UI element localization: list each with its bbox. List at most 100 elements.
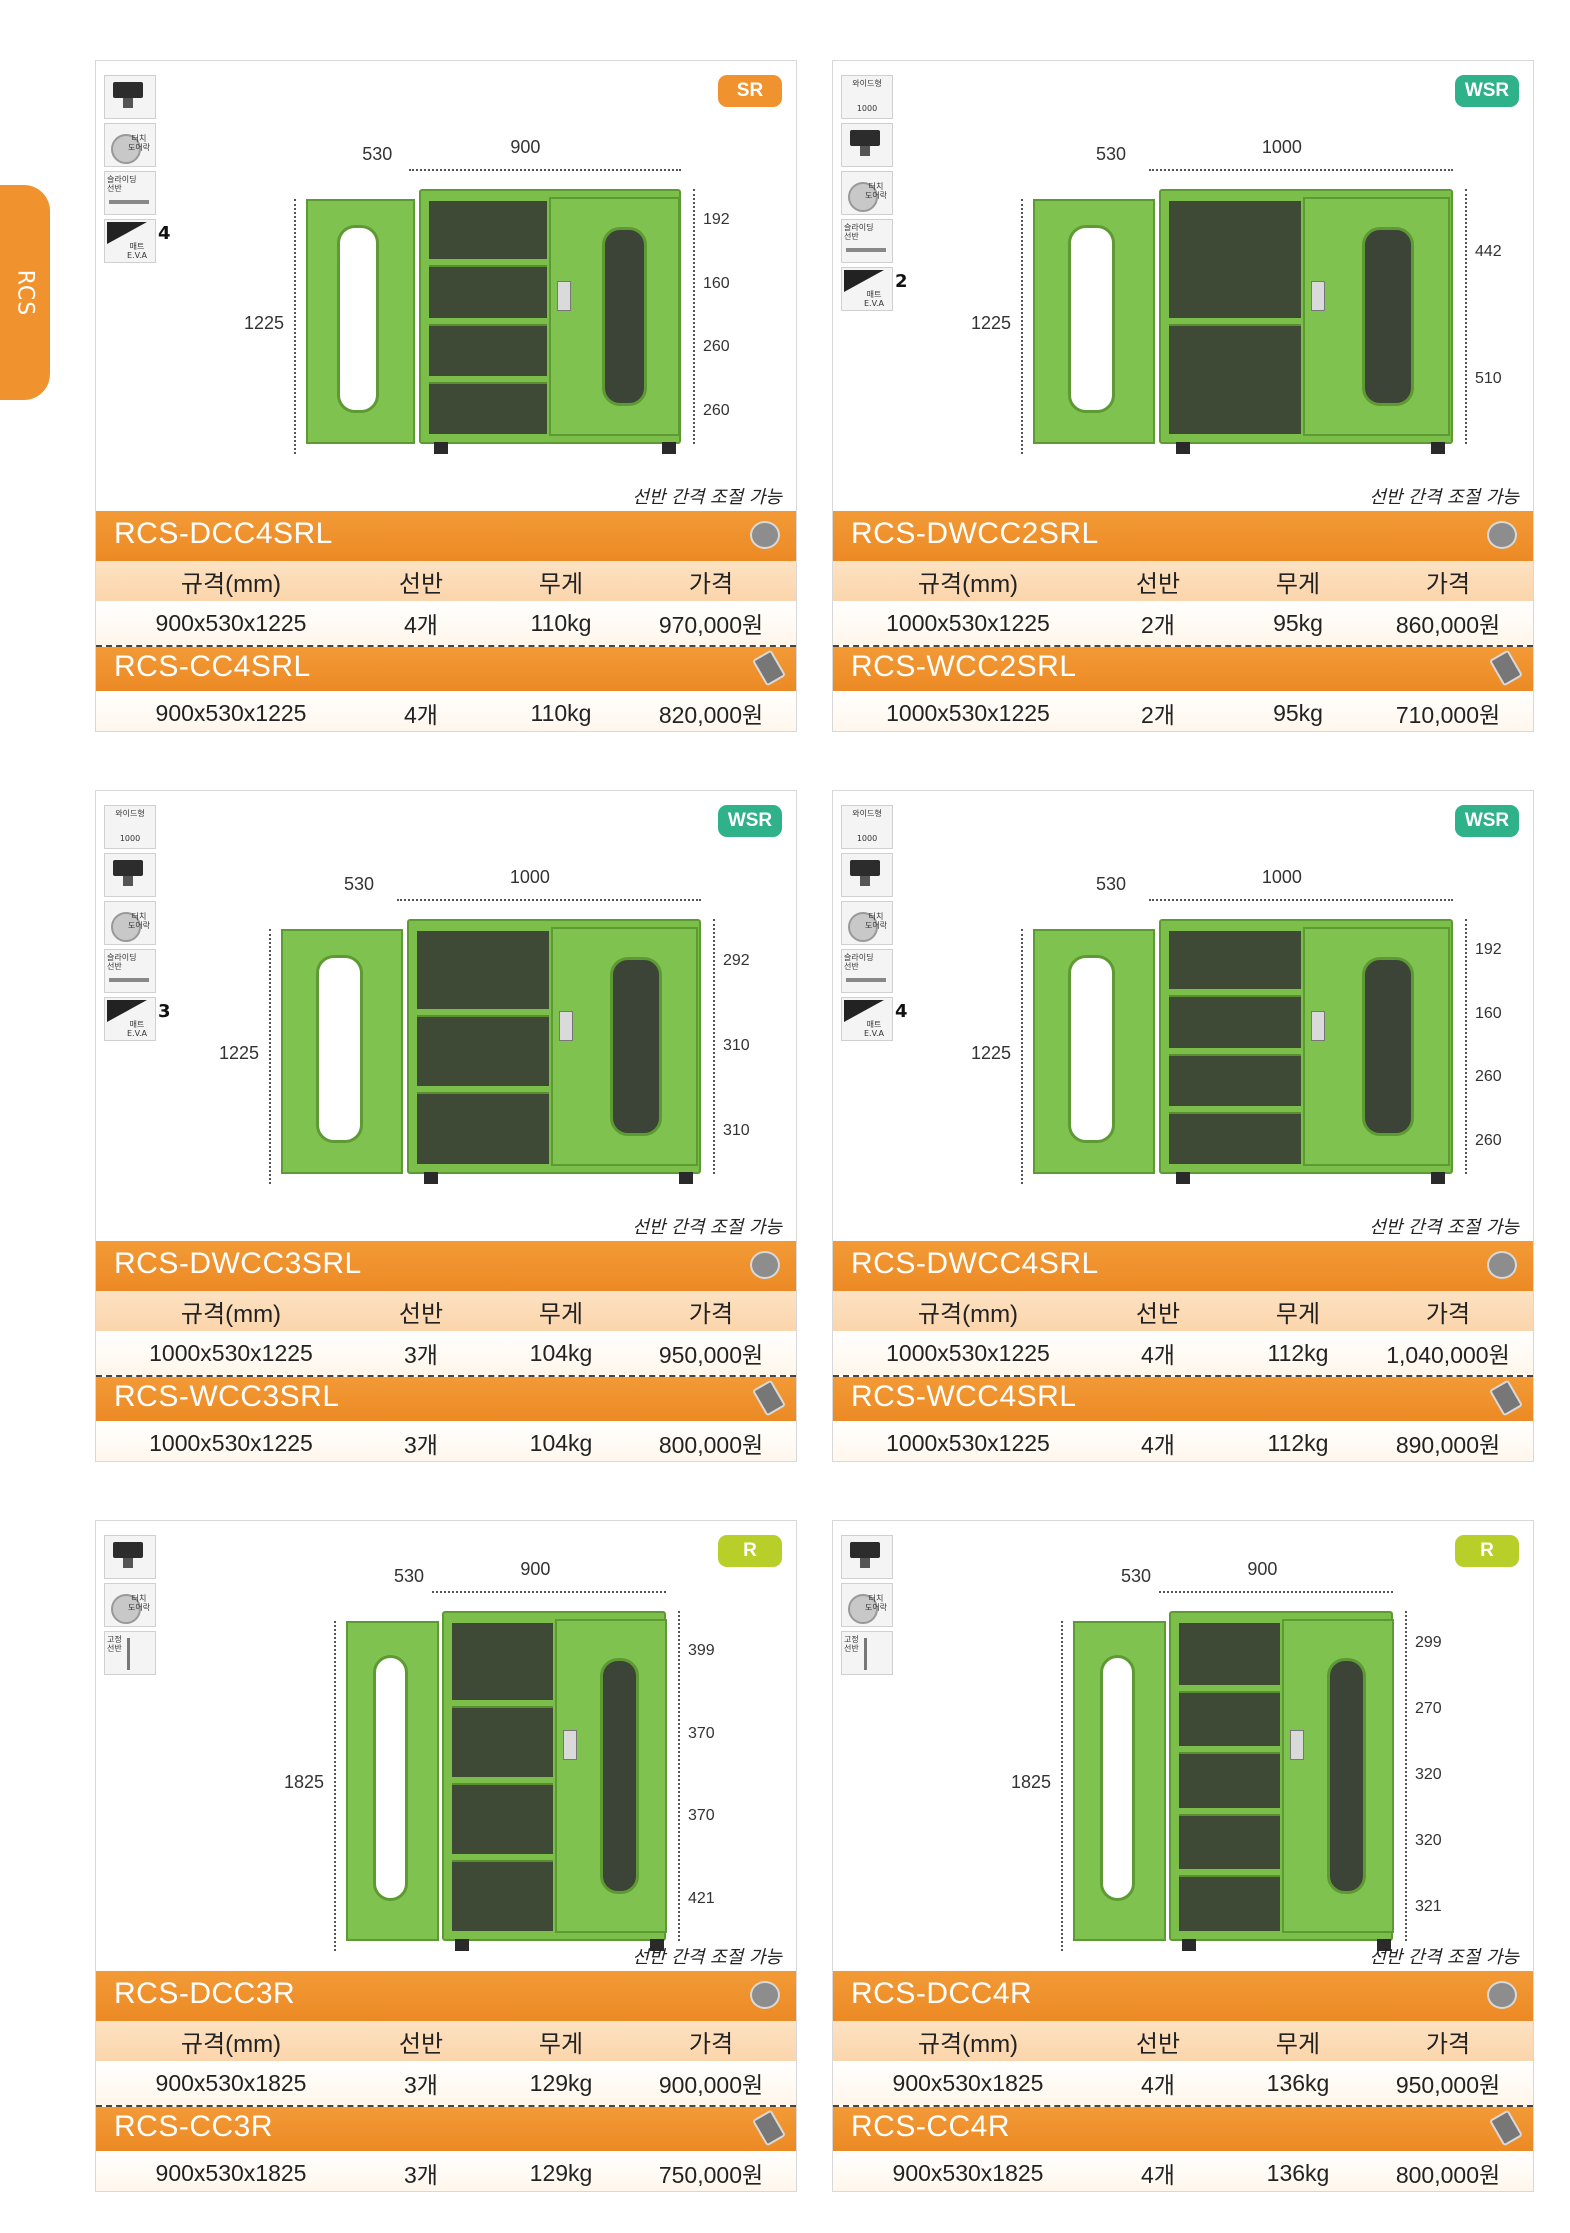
pad-feature-icon: [104, 1535, 156, 1579]
model-name: RCS-DWCC4SRL: [851, 1247, 1099, 1280]
shelf: [1179, 1684, 1280, 1693]
left-door: [1033, 929, 1155, 1174]
shelf-gap-label: 160: [1475, 1004, 1502, 1022]
keypad-lock: [562, 1729, 577, 1760]
shelf-adjust-note: 선반 간격 조절 가능: [632, 487, 782, 508]
spec-price: 970,000원: [658, 612, 764, 638]
shelf-gap-label: 399: [688, 1642, 715, 1660]
height-dimension-line: [334, 1621, 336, 1951]
spec-header-cell: 선반: [398, 1300, 444, 1328]
fixed-label: 고정 선반: [107, 1635, 122, 1653]
spec-header-cell: 무게: [538, 570, 584, 598]
slide-label: 슬라이딩 선반: [107, 953, 137, 971]
mat-label: 매트 E.V.A: [863, 1020, 885, 1038]
shelf-adjust-note: 선반 간격 조절 가능: [632, 1947, 782, 1968]
shelf: [452, 1700, 553, 1708]
pad-feature-icon: [104, 853, 156, 897]
spec-shelves: 4개: [404, 702, 438, 728]
side-tab-label: RCS: [12, 269, 38, 316]
cabinet-foot: [1175, 442, 1190, 454]
height-label: 1825: [1011, 1772, 1052, 1792]
touch-feature-icon: 터치 도어락: [104, 901, 156, 945]
shelf-gap-label: 192: [703, 210, 730, 228]
spec-header-cell: 선반: [1135, 1300, 1181, 1328]
shelf-gap-label: 260: [703, 338, 730, 356]
height-label: 1225: [244, 312, 285, 333]
spec-shelves: 4개: [404, 612, 438, 638]
height-dimension-line: [269, 929, 271, 1184]
shelf-gap-label: 292: [723, 951, 750, 969]
touch-feature-icon: 터치 도어락: [104, 123, 156, 167]
mat-feature-icon: 매트 E.V.A: [841, 267, 893, 311]
shelf-gap-label: 192: [1475, 940, 1502, 958]
width-label: 900: [1247, 1559, 1278, 1579]
cabinet-foot: [679, 1172, 694, 1184]
spec-price: 750,000원: [658, 2162, 764, 2188]
touch-doorlock-icon: [1487, 521, 1517, 549]
spec-header-cell: 가격: [688, 2030, 734, 2058]
right-door: [1303, 927, 1451, 1166]
slide-feature-icon: 슬라이딩 선반: [104, 949, 156, 993]
touch-feature-icon: 터치 도어락: [841, 901, 893, 945]
model-name: RCS-CC4SRL: [114, 650, 311, 683]
model-name: RCS-DCC4R: [851, 1977, 1033, 2010]
cabinet-body: [442, 1611, 667, 1951]
spec-price: 860,000원: [1395, 612, 1501, 638]
width-dimension-line: [397, 899, 701, 901]
model-name: RCS-CC3R: [114, 2110, 274, 2143]
gap-dimension-line: [1465, 189, 1467, 444]
keypad-lock: [1289, 1729, 1304, 1760]
touch-doorlock-icon: [750, 1981, 780, 2009]
spec-shelves: 3개: [404, 1342, 438, 1368]
spec-header-cell: 가격: [1425, 1300, 1471, 1328]
shelf: [452, 1854, 553, 1862]
shelf: [1169, 1105, 1302, 1114]
right-door: [1281, 1619, 1394, 1933]
cabinet-interior: [428, 201, 547, 434]
spec-header-cell: 무게: [1275, 2030, 1321, 2058]
width-label: 900: [520, 1559, 551, 1579]
mat-label: 매트 E.V.A: [126, 242, 148, 260]
shelf-gap-label: 320: [1415, 1766, 1442, 1783]
door-window: [1362, 227, 1414, 406]
door-window: [337, 225, 380, 414]
height-label: 1825: [284, 1772, 325, 1792]
touch-label: 터치 도어락: [127, 1594, 151, 1612]
right-door: [554, 1619, 667, 1933]
spec-price: 900,000원: [658, 2072, 764, 2098]
height-label: 1225: [219, 1042, 260, 1063]
mat-label: 매트 E.V.A: [863, 290, 885, 308]
row-divider: [96, 1375, 796, 1377]
spec-header-cell: 가격: [688, 1300, 734, 1328]
spec-price: 890,000원: [1395, 1432, 1501, 1458]
model-band-secondary: RCS-WCC2SRL: [833, 647, 1533, 691]
spec-weight: 110kg: [530, 699, 592, 726]
shelf-gap-label: 160: [703, 274, 730, 292]
cabinet-interior: [1169, 931, 1302, 1164]
spec-price: 710,000원: [1395, 702, 1501, 728]
spec-spec: 900x530x1225: [155, 699, 307, 726]
width-dimension-line: [1149, 899, 1453, 901]
width-dimension-line: [432, 1591, 666, 1593]
model-band-primary: RCS-DCC4SRL: [96, 511, 796, 561]
model-band-primary: RCS-DCC3R: [96, 1971, 796, 2021]
cabinet-foot: [433, 442, 448, 454]
width-label: 1000: [1261, 867, 1302, 887]
spec-price: 950,000원: [1395, 2072, 1501, 2098]
door-window: [1067, 955, 1116, 1144]
type-badge: WSR: [1455, 75, 1519, 107]
left-door: [281, 929, 403, 1174]
width-dimension-line: [408, 169, 681, 171]
